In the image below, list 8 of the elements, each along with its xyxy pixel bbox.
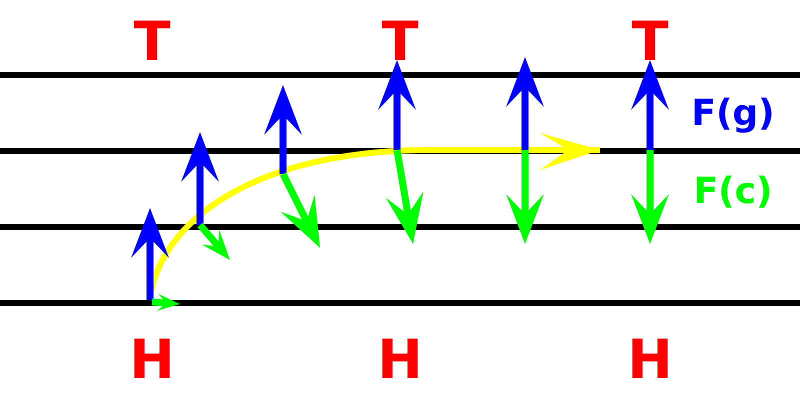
high-pressure-mark: H [627, 333, 673, 387]
high-pressure-mark: H [377, 333, 423, 387]
high-altitude-mark: T [382, 15, 418, 69]
force-label: F(c) [694, 174, 772, 210]
high-altitude-mark: T [632, 15, 668, 69]
force-label: F(g) [691, 96, 775, 132]
high-altitude-mark: T [134, 15, 170, 69]
high-pressure-mark: H [129, 333, 175, 387]
